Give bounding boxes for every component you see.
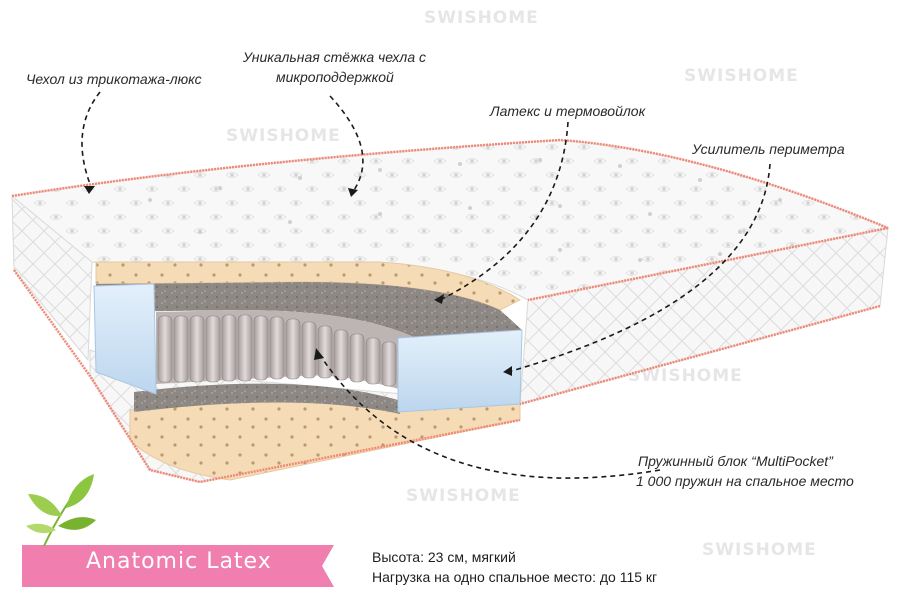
stitch-label-line1: Уникальная стёжка чехла с (243, 49, 426, 65)
specs: Высота: 23 см, мягкий Нагрузка на одно с… (372, 547, 657, 587)
watermark: SWISHOME (628, 366, 743, 386)
latex-arrow (439, 121, 569, 301)
watermark: SWISHOME (702, 540, 817, 560)
product-name: Anatomic Latex (86, 549, 272, 574)
cover-label: Чехол из трикотажа-люкс (26, 71, 202, 87)
watermark: SWISHOME (406, 486, 521, 506)
spec-load: Нагрузка на одно спальное место: до 115 … (372, 569, 658, 585)
perimeter-label: Усилитель периметра (692, 141, 845, 157)
spring-label-line2: 1 000 пружин на спальное место (636, 473, 854, 489)
spring-label-line1: Пружинный блок “MultiPocket” (638, 453, 833, 469)
watermark: SWISHOME (226, 126, 341, 146)
watermark: SWISHOME (424, 8, 539, 28)
product-badge (22, 545, 334, 587)
perimeter-arrow (507, 163, 771, 373)
spring-block (156, 310, 420, 392)
watermark: SWISHOME (684, 66, 799, 86)
spec-height: Высота: 23 см, мягкий (372, 549, 516, 565)
spring-arrow (317, 351, 661, 479)
latex-label: Латекс и термовойлок (490, 103, 646, 119)
cover-arrow (81, 91, 101, 185)
leaf-icon (26, 474, 96, 547)
stitch-label-line2: микроподдержкой (276, 69, 394, 85)
